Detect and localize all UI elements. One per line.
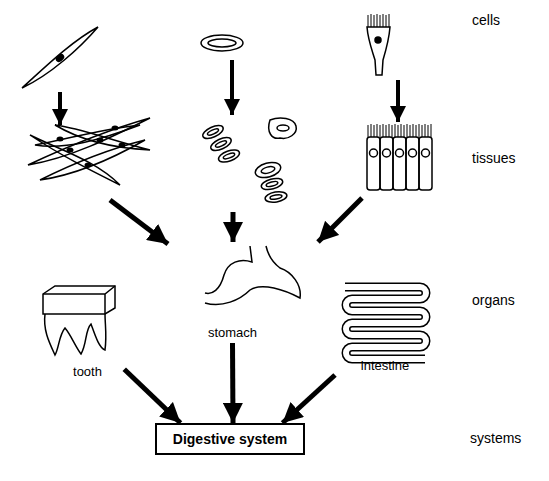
organ-label: stomach bbox=[180, 325, 285, 340]
cell-center bbox=[215, 140, 228, 149]
flow-arrow bbox=[283, 375, 336, 423]
organ-intestine: intestine bbox=[335, 278, 435, 378]
cilia bbox=[368, 124, 431, 137]
level-label: cells bbox=[472, 12, 500, 28]
cell-outline bbox=[55, 125, 150, 150]
cell-nucleus bbox=[409, 149, 417, 157]
cell-center bbox=[270, 194, 283, 200]
cell-outline bbox=[406, 137, 419, 190]
cell-outline bbox=[260, 176, 284, 191]
system-label: Digestive system bbox=[173, 431, 287, 447]
flow-arrow bbox=[110, 200, 168, 244]
cell-nucleus bbox=[119, 143, 126, 148]
muscle-cell bbox=[22, 27, 98, 88]
epithelial-cell bbox=[367, 14, 390, 75]
cell-nucleus bbox=[396, 149, 404, 157]
cilia bbox=[368, 14, 389, 27]
cell-outline bbox=[269, 118, 297, 138]
cell-nucleus bbox=[383, 149, 391, 157]
nuclei bbox=[57, 126, 126, 168]
cell-center bbox=[223, 152, 236, 160]
flow-arrow bbox=[231, 212, 236, 242]
cell-center bbox=[260, 165, 275, 174]
cell-outline bbox=[217, 148, 241, 165]
flow-arrow bbox=[230, 60, 234, 115]
cell-outline bbox=[22, 27, 98, 88]
level-label: systems bbox=[470, 430, 521, 446]
blood-tissue bbox=[201, 118, 296, 204]
flow-arrow bbox=[318, 198, 362, 242]
flow-arrow bbox=[58, 92, 62, 125]
cell-outline bbox=[254, 160, 283, 180]
cell-outline bbox=[367, 137, 380, 190]
cell-nucleus bbox=[422, 149, 430, 157]
cell-center bbox=[208, 39, 236, 47]
cell-nucleus bbox=[85, 163, 92, 168]
cell-outline bbox=[380, 137, 393, 190]
epithelial-tissue bbox=[367, 124, 432, 190]
cell-nucleus bbox=[57, 137, 64, 142]
cell-nucleus bbox=[97, 138, 104, 143]
organ-label: intestine bbox=[335, 358, 435, 373]
cell-center bbox=[266, 181, 279, 188]
level-label: organs bbox=[472, 292, 515, 308]
cell-outline bbox=[264, 190, 287, 204]
cell-nucleus bbox=[112, 126, 119, 131]
flow-arrow bbox=[230, 343, 236, 423]
flow-arrow bbox=[396, 80, 400, 122]
system-box: Digestive system bbox=[155, 423, 305, 455]
cell-outline bbox=[419, 137, 432, 190]
flow-arrow bbox=[124, 369, 180, 423]
cell-outline bbox=[367, 27, 390, 75]
cell-outline bbox=[201, 35, 243, 51]
cell-outline bbox=[30, 135, 120, 185]
cell-nucleus bbox=[375, 37, 381, 43]
cell-nucleus bbox=[370, 149, 378, 157]
cell-center bbox=[207, 128, 220, 137]
organ-stomach: stomach bbox=[180, 243, 285, 343]
cell-nucleus bbox=[67, 148, 74, 153]
muscle-tissue bbox=[28, 118, 150, 185]
cell-outline bbox=[393, 137, 406, 190]
level-label: tissues bbox=[472, 150, 516, 166]
cell-nucleus bbox=[55, 54, 64, 63]
cell-center bbox=[277, 125, 289, 131]
blood-cell bbox=[201, 35, 243, 51]
